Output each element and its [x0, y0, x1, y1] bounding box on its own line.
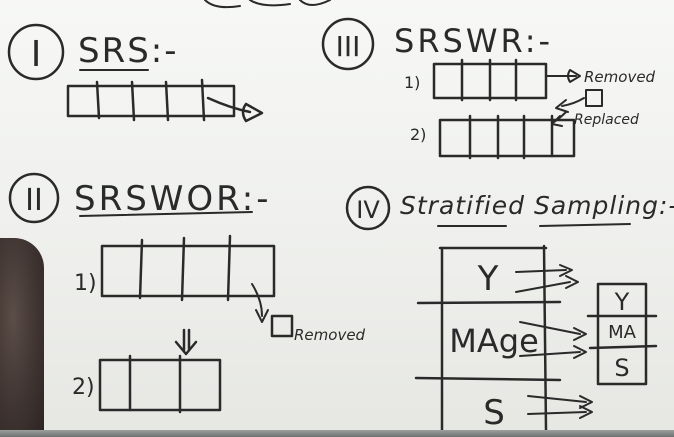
- srs-title: SRS:-: [78, 31, 179, 71]
- section-srs: I SRS:-: [7, 23, 264, 123]
- presenter-arm: [0, 238, 44, 437]
- srswor-step1-box: [100, 234, 276, 302]
- srswor-down-arrow: [174, 328, 198, 356]
- srswr-replaced-label: Replaced: [574, 112, 639, 128]
- section-srswr: III SRSWR:- 1) Removed Replaced 2): [321, 17, 656, 160]
- srs-numeral-circle: [7, 23, 65, 81]
- srswr-replaced-unit: [585, 89, 603, 107]
- srswor-removed-label: Removed: [294, 326, 366, 344]
- section-srswor: II SRSWOR:- 1) Removed 2): [8, 172, 366, 414]
- srswr-step1-label: 1): [404, 73, 420, 92]
- srswor-removed-unit: [270, 314, 294, 338]
- srswr-step1-box: [432, 58, 548, 102]
- srswr-step2-label: 2): [410, 125, 426, 144]
- stratified-numeral: IV: [356, 196, 380, 224]
- srs-population-box: [66, 78, 236, 122]
- stratum-3-arrow: [527, 395, 593, 419]
- stratum-3: S: [483, 393, 505, 433]
- stratified-numeral-circle: [345, 185, 391, 231]
- section-stratified: IV Stratified Sampling:- Y MAge S Y MA S: [345, 185, 674, 433]
- srswr-numeral-circle: [321, 17, 375, 71]
- sample-stratum-3: S: [614, 354, 629, 382]
- srswr-remove-arrow: [545, 69, 581, 83]
- srswr-step2-box: [438, 114, 576, 160]
- stratum-1-arrow: [515, 264, 579, 293]
- srs-draw-arrow: [206, 96, 264, 123]
- top-scribble: [204, 0, 331, 9]
- srswr-removed-label: Removed: [584, 68, 656, 86]
- srswr-title: SRSWR:-: [394, 22, 553, 60]
- srs-numeral: I: [31, 34, 42, 75]
- srswor-numeral: II: [25, 183, 43, 218]
- srswor-step2-label: 2): [72, 375, 95, 400]
- sample-stratum-2: MA: [608, 322, 637, 343]
- srswor-step1-label: 1): [74, 271, 97, 296]
- stratified-sample-box: [586, 282, 658, 386]
- srswor-numeral-circle: [8, 172, 60, 224]
- srswr-replace-arrow: [555, 97, 585, 113]
- srswor-step2-box: [98, 354, 222, 414]
- stratum-2-arrow: [519, 321, 587, 359]
- stratum-1: Y: [477, 259, 499, 299]
- stratified-title-underline-2: [539, 223, 631, 227]
- stratified-population-box: [414, 244, 562, 432]
- sample-stratum-1: Y: [614, 288, 630, 316]
- srswor-remove-arrow: [251, 283, 269, 323]
- whiteboard-ledge: [0, 430, 674, 437]
- stratum-2: MAge: [449, 322, 539, 360]
- stratified-title: Stratified Sampling:-: [400, 191, 674, 220]
- srswor-title-underline: [79, 211, 253, 217]
- srswr-numeral: III: [336, 30, 361, 63]
